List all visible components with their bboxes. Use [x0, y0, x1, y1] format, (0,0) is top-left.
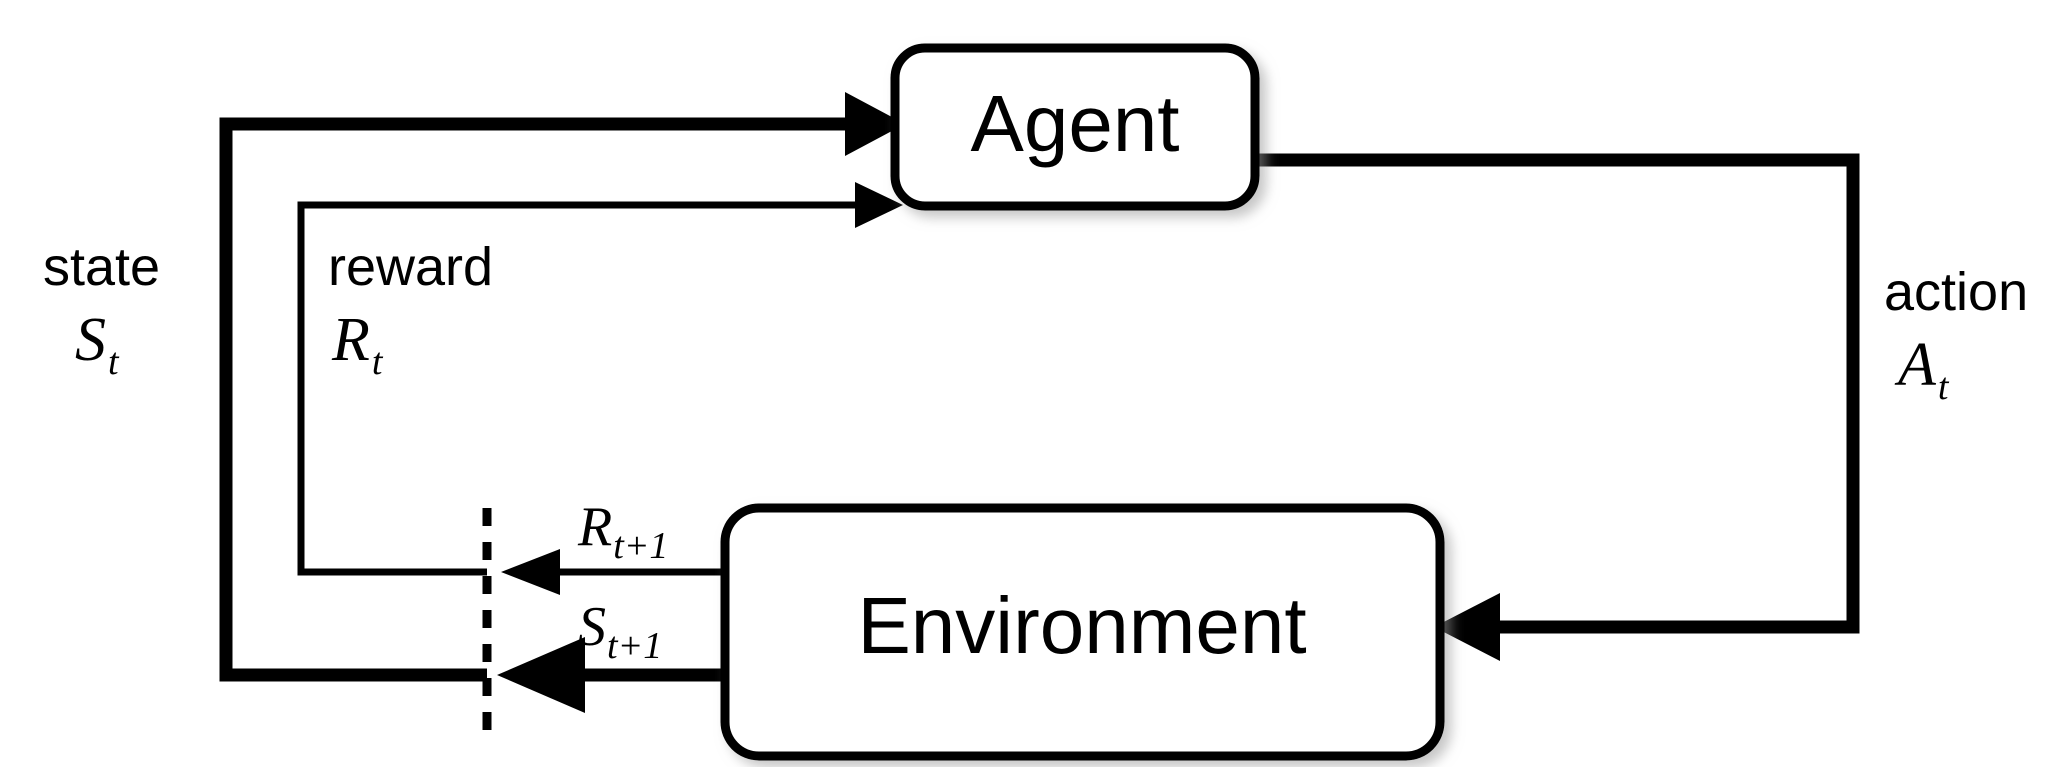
edge-reward-path [297, 182, 903, 576]
action-arrowhead-into-environment [1434, 593, 1500, 661]
reward-next-subscript: t+1 [613, 525, 668, 567]
reward-next-arrowhead [501, 549, 560, 595]
environment-box[interactable] [720, 503, 1445, 761]
action-symbol: At [1894, 331, 1950, 408]
edge-state-path [219, 92, 905, 682]
label-state-next: St+1 [578, 596, 662, 667]
state-next-subscript: t+1 [607, 625, 662, 667]
state-symbol-base: S [75, 306, 106, 374]
reward-arrowhead-into-agent [855, 182, 903, 228]
action-symbol-base: A [1894, 331, 1937, 399]
label-action: action At [1884, 262, 2028, 408]
label-state: state St [43, 237, 160, 383]
state-next-arrowhead [497, 637, 585, 713]
reward-polyline [297, 201, 855, 576]
reward-next-symbol: Rt+1 [577, 496, 668, 567]
state-next-base: S [578, 596, 606, 658]
action-symbol-subscript: t [1938, 366, 1950, 408]
environment-node[interactable]: Environment [720, 503, 1445, 761]
edge-action-path [1255, 153, 1860, 661]
state-symbol-subscript: t [108, 341, 120, 383]
state-word-label: state [43, 237, 160, 297]
label-reward-next: Rt+1 [577, 496, 668, 567]
agent-box[interactable] [890, 43, 1260, 211]
state-next-symbol: St+1 [578, 596, 662, 667]
edge-reward-next [501, 549, 730, 595]
action-word-label: action [1884, 262, 2028, 322]
reward-symbol: Rt [331, 306, 384, 383]
edge-state-next [497, 637, 730, 713]
label-reward: reward Rt [328, 237, 493, 383]
state-symbol: St [75, 306, 120, 383]
environment-label: Environment [857, 581, 1306, 670]
reward-word-label: reward [328, 237, 493, 297]
agent-label: Agent [970, 79, 1179, 168]
reward-next-base: R [577, 496, 612, 558]
state-arrowhead-into-agent [845, 92, 905, 156]
state-polyline [219, 117, 845, 682]
agent-node[interactable]: Agent [890, 43, 1260, 211]
reward-symbol-base: R [331, 306, 370, 374]
reward-symbol-subscript: t [372, 341, 384, 383]
action-polyline [1255, 153, 1860, 634]
